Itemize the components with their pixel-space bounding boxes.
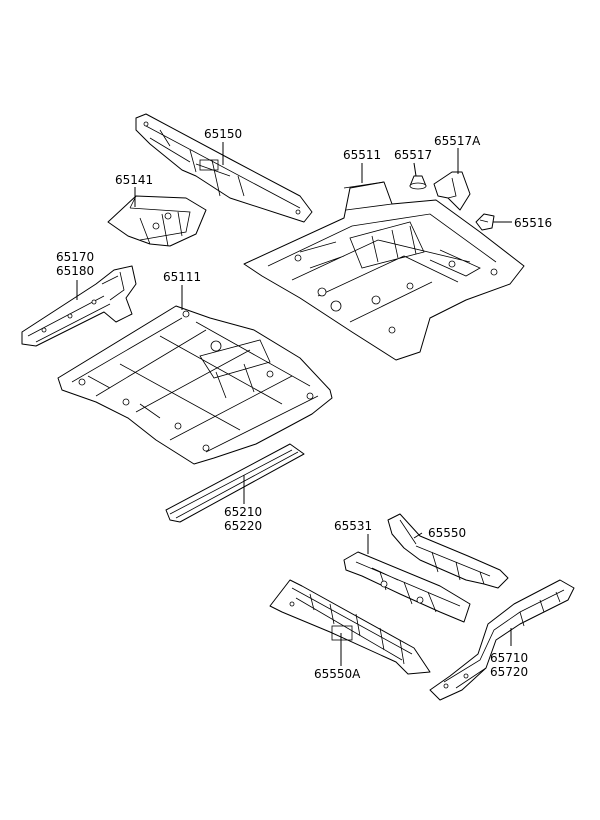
- label-65180: 65180: [56, 264, 94, 278]
- label-65170: 65170: [56, 250, 94, 264]
- part-labels: 65150 65141 65511 65517 65517A 65516 651…: [56, 127, 552, 681]
- part-65531-crossmember: [343, 551, 471, 623]
- label-65220: 65220: [224, 519, 262, 533]
- part-65210-sill: [165, 443, 305, 523]
- label-65720: 65720: [490, 665, 528, 679]
- part-65710-rear-side-member: [429, 579, 575, 701]
- label-65210: 65210: [224, 505, 262, 519]
- leader-lines: [76, 142, 512, 666]
- label-65710: 65710: [490, 651, 528, 665]
- part-65516-clip: [475, 213, 495, 231]
- label-65516: 65516: [514, 216, 552, 230]
- part-65550a-panel: [269, 579, 431, 675]
- label-65150: 65150: [204, 127, 242, 141]
- label-65111: 65111: [163, 270, 201, 284]
- part-65141-crossmember: [107, 195, 207, 247]
- part-65170-side-member: [21, 265, 137, 347]
- label-65141: 65141: [115, 173, 153, 187]
- leader-65517: [413, 162, 417, 177]
- part-65150-crossmember: [135, 113, 313, 223]
- part-65517a-bracket: [433, 171, 471, 211]
- label-65550a: 65550A: [314, 667, 361, 681]
- part-65511-rear-floor: [243, 181, 525, 361]
- part-65550-crossmember: [387, 513, 509, 589]
- part-65111-front-floor: [57, 305, 333, 465]
- label-65517: 65517: [394, 148, 432, 162]
- label-65517a: 65517A: [434, 134, 481, 148]
- label-65511: 65511: [343, 148, 381, 162]
- leader-65550: [413, 532, 423, 539]
- part-65517-plug: [409, 175, 427, 190]
- label-65550: 65550: [428, 526, 466, 540]
- label-65531: 65531: [334, 519, 372, 533]
